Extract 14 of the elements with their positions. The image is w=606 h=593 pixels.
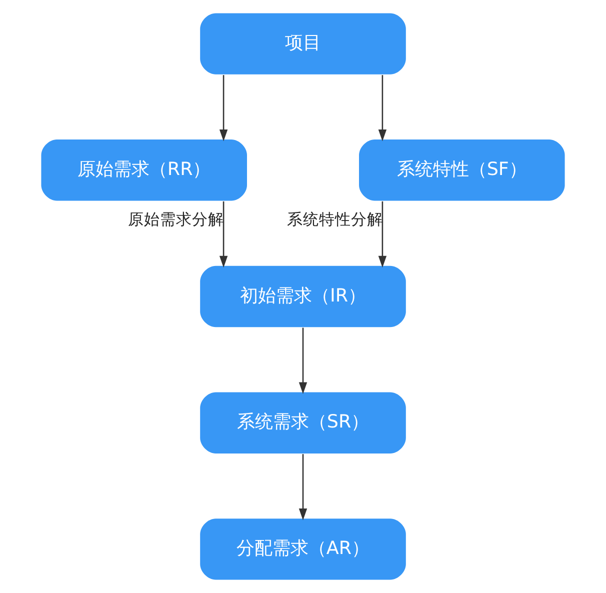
node-box: 项目 bbox=[200, 13, 406, 74]
edge-label: 原始需求分解 bbox=[128, 210, 224, 229]
node-box: 分配需求（AR） bbox=[200, 518, 406, 580]
arrow bbox=[219, 75, 228, 142]
arrow bbox=[378, 75, 387, 142]
arrow bbox=[219, 201, 228, 268]
node-box: 初始需求（IR） bbox=[200, 266, 406, 328]
edge-label: 系统特性分解 bbox=[286, 210, 383, 229]
arrow bbox=[298, 454, 308, 520]
arrow bbox=[298, 328, 308, 394]
node-box: 系统特性（SF） bbox=[359, 140, 565, 201]
node-box: 系统需求（SR） bbox=[200, 392, 406, 454]
node-box: 原始需求（RR） bbox=[41, 140, 247, 201]
arrow bbox=[378, 201, 387, 268]
